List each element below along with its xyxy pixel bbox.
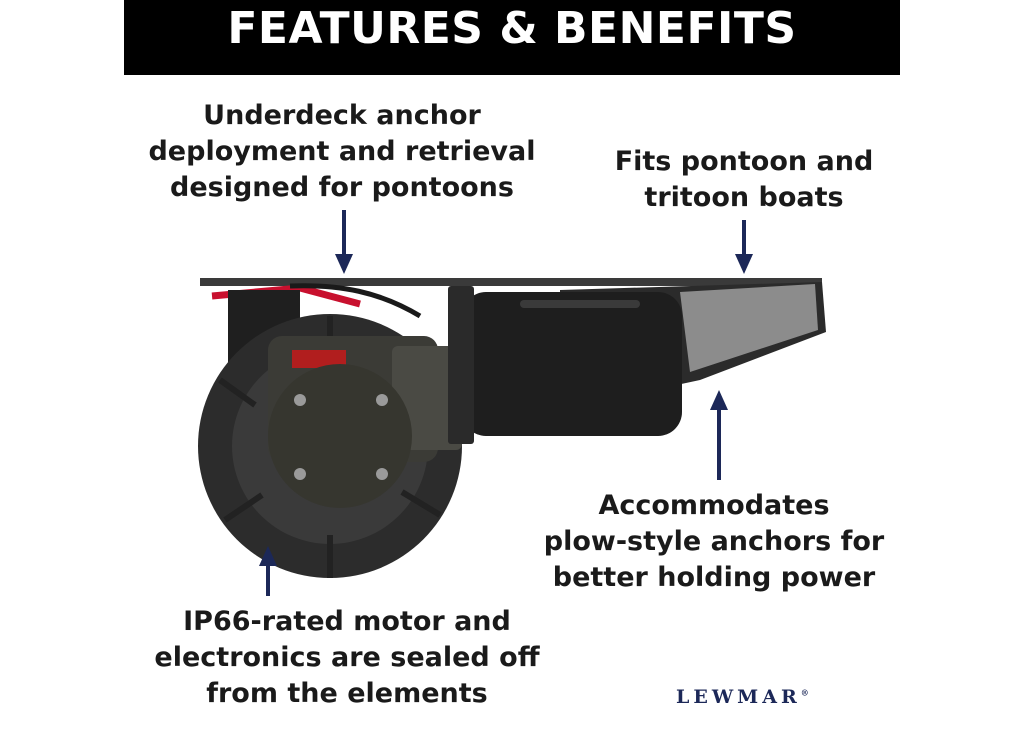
- callout-line: designed for pontoons: [170, 172, 514, 203]
- callout-motor: IP66-rated motor and electronics are sea…: [142, 604, 552, 712]
- callout-line: from the elements: [206, 678, 488, 709]
- motor-cylinder: [462, 292, 682, 436]
- callout-line: IP66-rated motor and: [183, 606, 511, 637]
- arrow-up-icon: [710, 390, 728, 480]
- arrow-up-icon: [259, 546, 277, 596]
- brand-logo: LEWMAR®: [676, 686, 809, 708]
- arrow-down-icon: [735, 220, 753, 274]
- callout-fits: Fits pontoon and tritoon boats: [594, 144, 894, 216]
- callout-line: Accommodates: [598, 490, 830, 521]
- registered-mark: ®: [800, 687, 809, 698]
- gear-cover: [268, 364, 412, 508]
- callout-line: plow-style anchors for: [543, 526, 885, 557]
- callout-line: tritoon boats: [644, 182, 844, 213]
- callout-line: deployment and retrieval: [148, 136, 536, 167]
- cover-bolts: [294, 394, 388, 480]
- page-title: FEATURES & BENEFITS: [227, 3, 797, 54]
- housing-face: [680, 284, 818, 372]
- callout-line: electronics are sealed off: [154, 642, 540, 673]
- black-cable: [289, 283, 422, 319]
- deck-plate: [200, 278, 822, 286]
- callout-plow: Accommodates plow-style anchors for bett…: [516, 488, 912, 596]
- motor-highlight: [520, 300, 640, 308]
- warning-label: [292, 350, 346, 368]
- callout-line: Fits pontoon and: [614, 146, 874, 177]
- brand-logo-text: LEWMAR: [676, 686, 801, 708]
- header-banner: FEATURES & BENEFITS: [124, 0, 900, 75]
- arrow-down-icon: [335, 210, 353, 274]
- callout-line: better holding power: [552, 562, 876, 593]
- motor-flange: [448, 286, 474, 444]
- callout-underdeck: Underdeck anchor deployment and retrieva…: [142, 98, 542, 206]
- callout-line: Underdeck anchor: [203, 100, 481, 131]
